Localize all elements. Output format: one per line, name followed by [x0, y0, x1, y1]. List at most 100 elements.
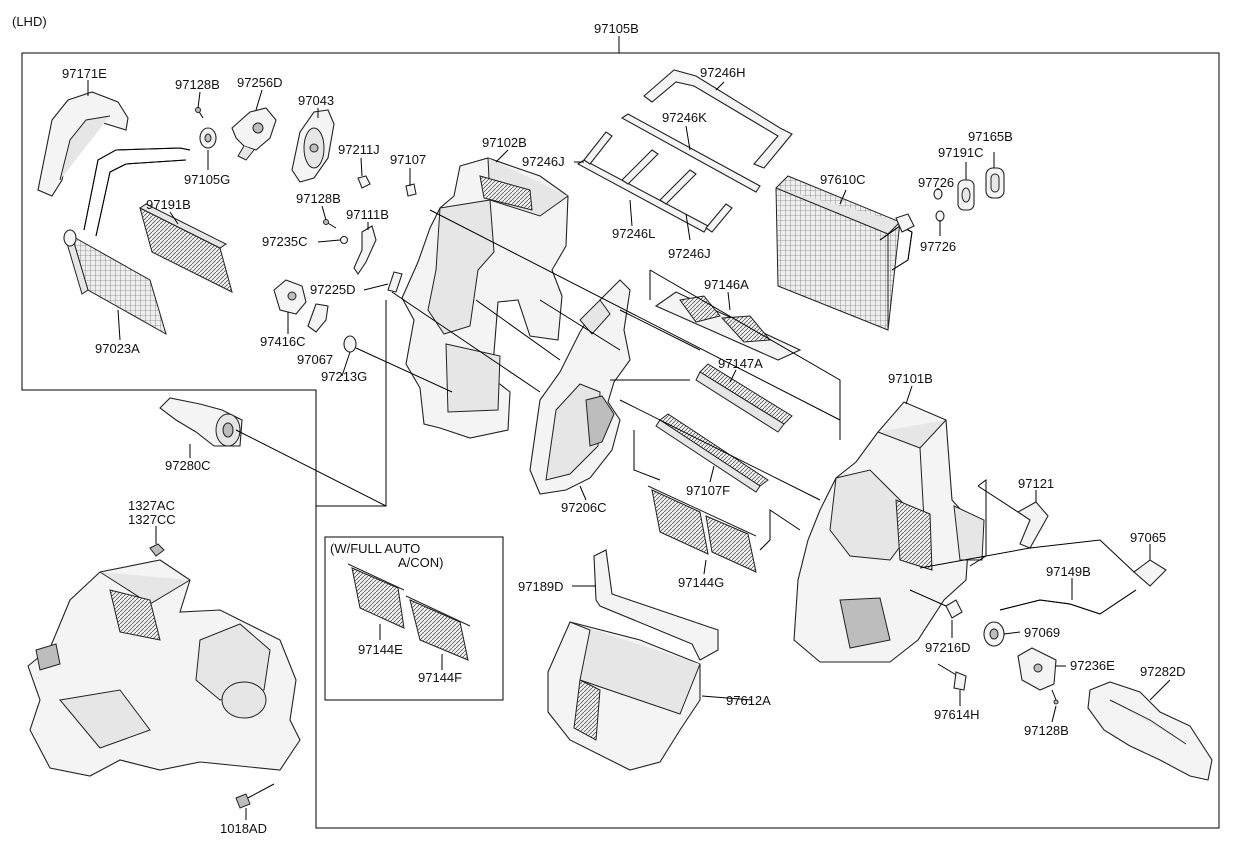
- part-label-97416C: 97416C: [260, 334, 306, 349]
- part-label-1018AD: 1018AD: [220, 821, 267, 836]
- actuator-97236E-shape: [1017, 647, 1057, 691]
- nut-1327AC-shape: [149, 543, 165, 557]
- door-97147A-shape: [695, 363, 793, 433]
- part-label-97101B: 97101B: [888, 371, 933, 386]
- assembly-number-label: 97105B: [594, 21, 639, 36]
- leader-lines: [87, 80, 1171, 820]
- hvac-assembly-overview-shape: [27, 559, 301, 777]
- clip-97211J-shape: [357, 175, 371, 189]
- part-label-97246H: 97246H: [700, 65, 746, 80]
- bolt-1018AD-shape: [235, 783, 275, 809]
- part-label-97107F: 97107F: [686, 483, 730, 498]
- part-label-97189D: 97189D: [518, 579, 564, 594]
- filter-97191B-shape: [139, 203, 233, 293]
- grommet-97069-shape: [983, 621, 1005, 647]
- part-label-97043: 97043: [298, 93, 334, 108]
- part-label-97065: 97065: [1130, 530, 1166, 545]
- bracket-97189D-shape: [593, 549, 719, 661]
- assembly-boundary: [21, 52, 1220, 829]
- part-label-97206C: 97206C: [561, 500, 607, 515]
- part-label-97236E: 97236E: [1070, 658, 1115, 673]
- screw-97128B-a-shape: [195, 107, 204, 119]
- gaskets-97165B-97191C-shape: [933, 167, 1005, 222]
- evaporator-97610C-shape: [775, 175, 915, 331]
- part-label-1327CC: 1327CC: [128, 512, 176, 527]
- part-label-97191B: 97191B: [146, 197, 191, 212]
- part-label-97147A: 97147A: [718, 356, 763, 371]
- lever-97111B-shape: [353, 225, 377, 275]
- part-label-97165B: 97165B: [968, 129, 1013, 144]
- case-97206C-shape: [529, 279, 631, 495]
- part-label-97726-a: 97726: [918, 175, 954, 190]
- hose-97149B-shape: [999, 589, 1137, 615]
- actuator-97256D-shape: [231, 107, 277, 161]
- actuator-97416C-shape: [273, 279, 307, 315]
- seals-97246J-97246L-shape: [576, 131, 733, 233]
- part-label-97211J: 97211J: [338, 142, 380, 157]
- arm-97067-shape: [307, 303, 329, 333]
- part-label-97191C: 97191C: [938, 145, 984, 160]
- part-label-97144E: 97144E: [358, 642, 403, 657]
- part-label-97726-b: 97726: [920, 239, 956, 254]
- link-97225D-shape: [387, 271, 403, 293]
- part-label-97107: 97107: [390, 152, 426, 167]
- part-label-97246L: 97246L: [612, 226, 655, 241]
- duct-97282D-shape: [1087, 681, 1213, 781]
- part-label-97171E: 97171E: [62, 66, 107, 81]
- part-label-97235C: 97235C: [262, 234, 308, 249]
- labels: (LHD) 97105B 97171E 97128B 97256D 97043 …: [12, 14, 1186, 836]
- screw-97128B-c-shape: [1051, 689, 1059, 705]
- case-97102B-shape: [401, 157, 569, 439]
- part-label-97256D: 97256D: [237, 75, 283, 90]
- part-label-97128B-c: 97128B: [1024, 723, 1069, 738]
- part-label-97213G: 97213G: [321, 369, 367, 384]
- clip-97216D-shape: [945, 599, 963, 619]
- part-label-97246J-b: 97246J: [668, 246, 711, 261]
- tray-97612A-shape: [547, 621, 701, 771]
- motor-97280C-shape: [159, 397, 243, 447]
- screw-97128B-b-shape: [323, 219, 349, 245]
- part-label-97102B: 97102B: [482, 135, 527, 150]
- sensor-97614H-shape: [937, 663, 967, 691]
- part-label-97146A: 97146A: [704, 277, 749, 292]
- inset-title-line2: A/CON): [398, 555, 444, 570]
- header-note: (LHD): [12, 14, 47, 29]
- grommet-97105G-shape: [199, 127, 217, 149]
- part-label-97246K: 97246K: [662, 110, 707, 125]
- fitting-97065-shape: [1133, 559, 1167, 587]
- part-label-97067: 97067: [297, 352, 333, 367]
- part-label-97111B: 97111B: [346, 207, 389, 222]
- part-label-97121: 97121: [1018, 476, 1054, 491]
- part-label-97246J-a: 97246J: [522, 154, 565, 169]
- door-97107F-shape: [655, 413, 769, 493]
- grommet-97213G-shape: [343, 335, 357, 353]
- part-label-97280C: 97280C: [165, 458, 211, 473]
- inset-box: [324, 536, 504, 701]
- heater-core-97023A-shape: [63, 147, 191, 336]
- part-label-97612A: 97612A: [726, 693, 771, 708]
- seal-97246H-shape: [643, 69, 793, 169]
- part-label-97144G: 97144G: [678, 575, 724, 590]
- part-label-97144F: 97144F: [418, 670, 462, 685]
- clip-97107-shape: [405, 183, 417, 197]
- duct-97171E-shape: [37, 91, 129, 197]
- part-label-97105G: 97105G: [184, 172, 230, 187]
- part-label-97225D: 97225D: [310, 282, 356, 297]
- part-label-1327AC: 1327AC: [128, 498, 175, 513]
- case-97101B-shape: [793, 401, 985, 663]
- filter-97146A-shape: [654, 291, 802, 361]
- door-97144G-shape: [647, 485, 757, 573]
- seal-97246K-shape: [620, 113, 761, 193]
- inset-title-line1: (W/FULL AUTO: [330, 541, 420, 556]
- part-label-97069: 97069: [1024, 625, 1060, 640]
- part-label-97128B-b: 97128B: [296, 191, 341, 206]
- part-label-97149B: 97149B: [1046, 564, 1091, 579]
- part-label-97023A: 97023A: [95, 341, 140, 356]
- part-label-97614H: 97614H: [934, 707, 980, 722]
- part-label-97282D: 97282D: [1140, 664, 1186, 679]
- part-label-97216D: 97216D: [925, 640, 971, 655]
- part-label-97128B-a: 97128B: [175, 77, 220, 92]
- motor-97043-shape: [291, 109, 335, 183]
- part-label-97610C: 97610C: [820, 172, 866, 187]
